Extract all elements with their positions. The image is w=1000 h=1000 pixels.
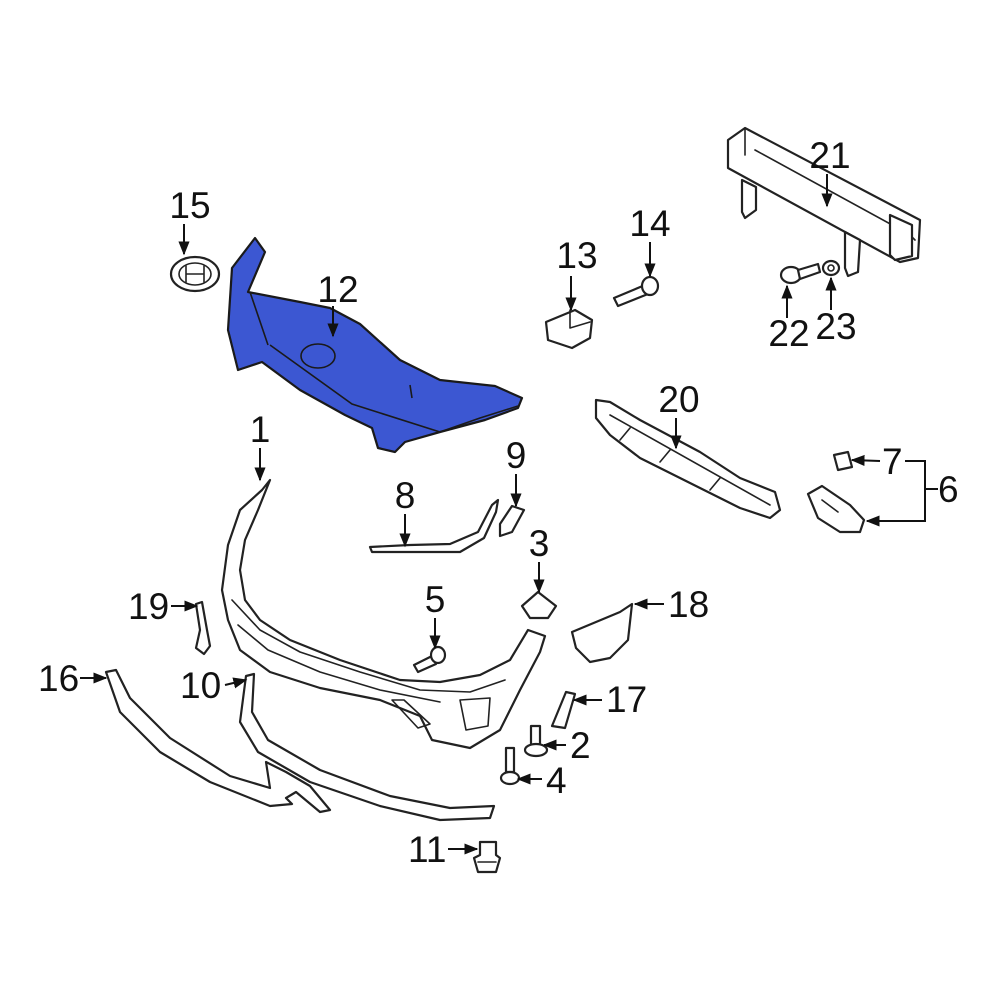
part-4-bolt[interactable] [499, 746, 521, 786]
part-20-energy-absorber[interactable] [594, 398, 782, 520]
callout-9: 9 [506, 435, 527, 476]
part-2-screw[interactable] [523, 724, 549, 758]
callout-17: 17 [606, 679, 647, 720]
part-8-molding[interactable] [368, 498, 500, 554]
part-16-trim[interactable] [104, 668, 332, 814]
callout-7: 7 [882, 441, 903, 482]
callout-labels: 1 2 3 4 5 6 7 8 9 10 11 12 13 14 15 16 1… [38, 135, 959, 870]
callout-8: 8 [395, 475, 416, 516]
part-14-screw[interactable] [612, 275, 660, 308]
callout-3: 3 [529, 523, 550, 564]
part-18-cover[interactable] [570, 602, 634, 664]
leader-lines [80, 174, 938, 855]
part-6-bracket[interactable] [806, 484, 866, 534]
callout-11: 11 [408, 829, 446, 870]
callout-23: 23 [815, 306, 856, 347]
callout-14: 14 [629, 203, 670, 244]
callout-19: 19 [128, 586, 169, 627]
part-7-clip[interactable] [832, 450, 854, 472]
callout-6: 6 [938, 469, 959, 510]
callout-20: 20 [658, 379, 699, 420]
part-22-bolt[interactable] [779, 262, 822, 285]
callout-16: 16 [38, 658, 79, 699]
part-5-bolt[interactable] [412, 645, 447, 674]
part-1-bumper-cover[interactable] [220, 478, 547, 750]
part-23-nut[interactable] [821, 259, 841, 277]
callout-12: 12 [317, 269, 358, 310]
callout-21: 21 [809, 135, 850, 176]
part-17-clip[interactable] [550, 690, 577, 730]
callout-13: 13 [556, 235, 597, 276]
part-9-bracket[interactable] [498, 504, 526, 538]
part-15-emblem[interactable] [169, 255, 221, 293]
part-19-clip[interactable] [194, 600, 212, 656]
callout-4: 4 [546, 760, 567, 801]
callout-22: 22 [768, 313, 809, 354]
callout-5: 5 [425, 579, 446, 620]
part-13-bracket[interactable] [544, 308, 594, 350]
part-10-trim-strip[interactable] [238, 672, 496, 822]
callout-10: 10 [180, 665, 221, 706]
callout-18: 18 [668, 584, 709, 625]
callout-1: 1 [250, 409, 271, 450]
callout-2: 2 [570, 725, 591, 766]
part-3-cap[interactable] [520, 590, 558, 620]
callout-15: 15 [169, 185, 210, 226]
part-11-clip[interactable] [472, 840, 502, 874]
part-12-grille[interactable] [226, 236, 524, 454]
